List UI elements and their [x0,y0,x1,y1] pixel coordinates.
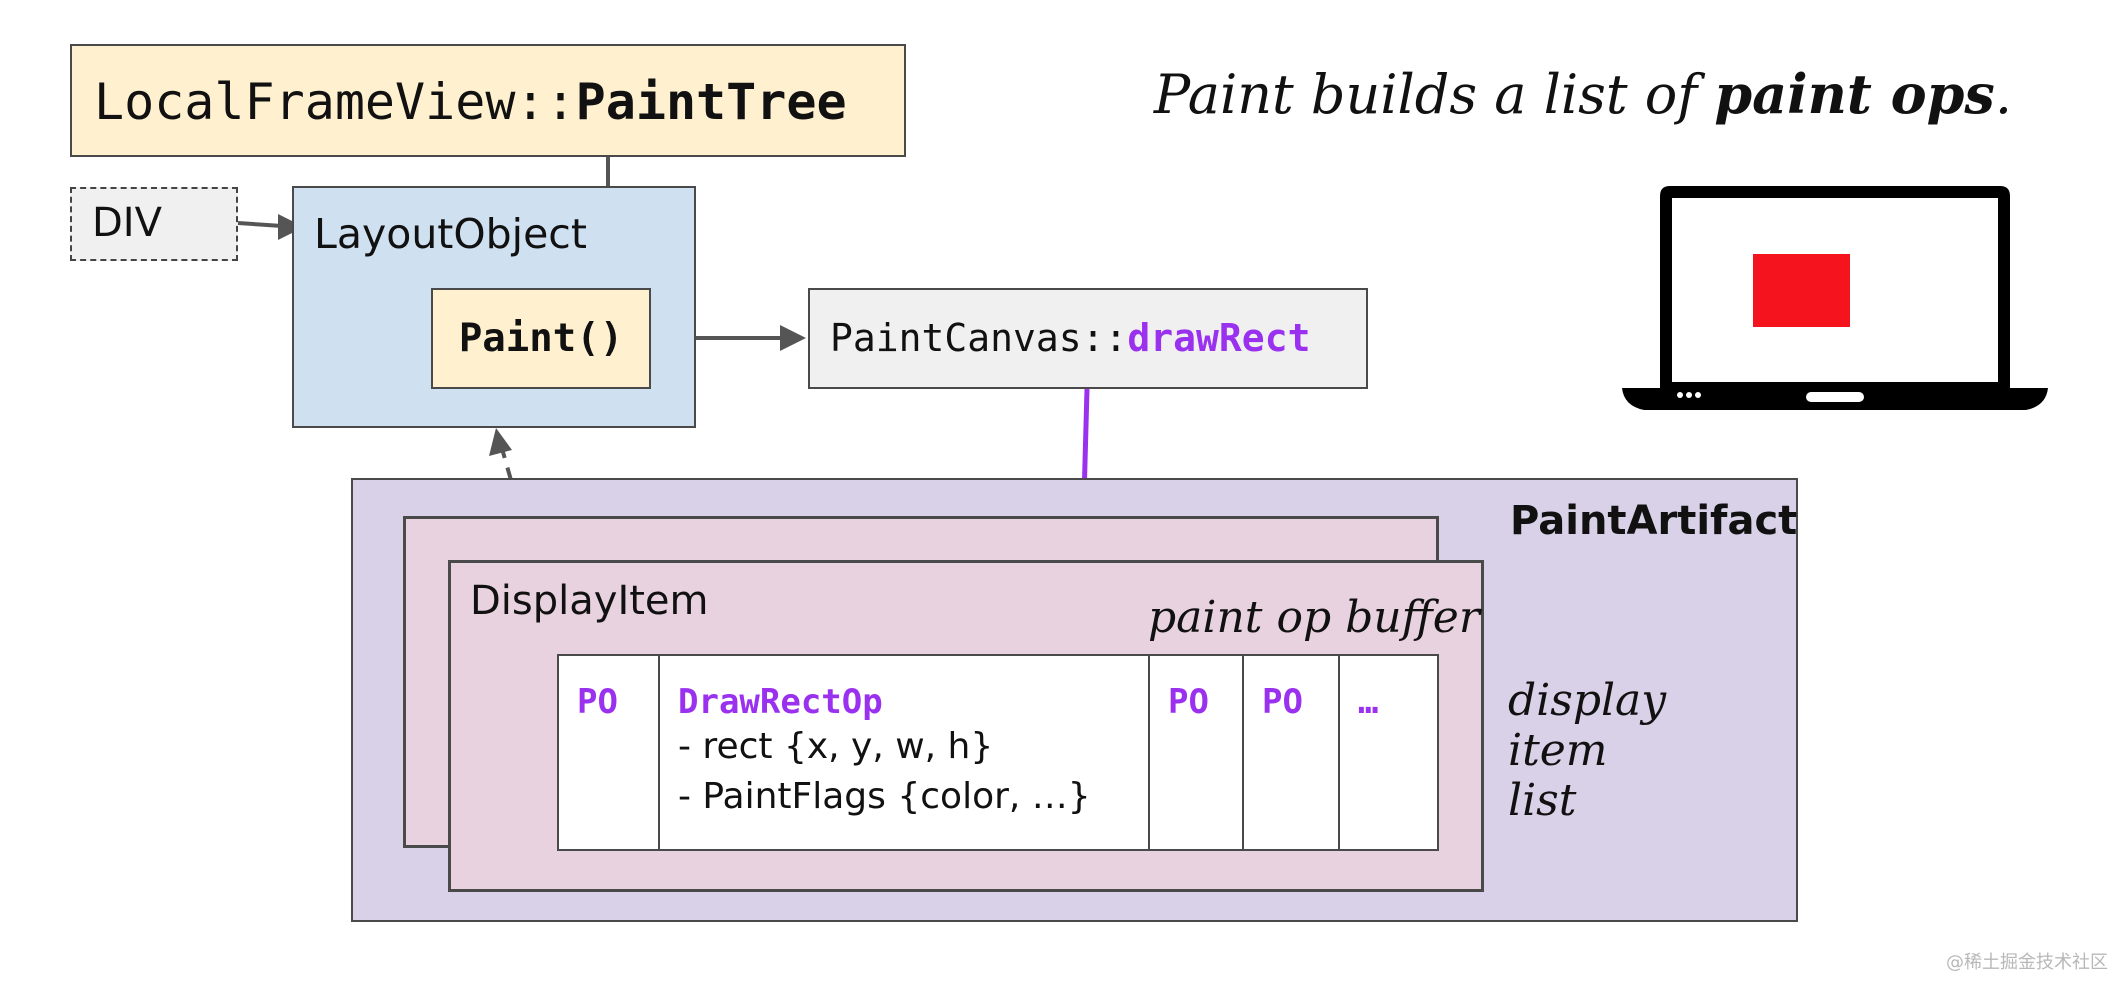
paintcanvas-method: drawRect [1127,316,1311,360]
paint-function-label: Paint() [458,316,624,361]
div-label: DIV [92,200,162,246]
drawrectop-cell: DrawRectOp - rect {x, y, w, h} - PaintFl… [660,656,1150,849]
paint-op-cell: PO [1244,656,1340,849]
layoutobject-label: LayoutObject [314,210,587,258]
div-element-box: DIV [70,187,238,261]
drawrectop-rect-field: - rect {x, y, w, h} [678,726,994,767]
arrowhead-right-layoutobject [278,214,304,240]
paint-op-buffer-label: paint op buffer [1148,592,1480,643]
diagram-heading: Paint builds a list of paint ops. [1154,62,2012,126]
paint-artifact-title: PaintArtifact [1510,498,1798,544]
display-item-list-word: list [1508,775,1577,826]
paint-op-name: PO [1168,682,1209,722]
arrowhead-right-canvas [780,325,806,351]
paintcanvas-drawrect-box: PaintCanvas::drawRect [808,288,1368,389]
paint-op-cell: PO [559,656,660,849]
heading-bold-text: paint ops [1714,62,1995,126]
display-item-list-label: display item list [1508,676,1666,826]
arrowhead-up-layoutobject [489,428,512,456]
frameview-prefix: LocalFrameView:: [94,73,576,131]
display-item-list-word: display [1508,675,1667,726]
paint-op-name: PO [577,682,618,722]
frameview-method: PaintTree [575,73,847,131]
paint-op-cell: PO [1150,656,1244,849]
display-item-label: DisplayItem [470,578,709,624]
arrow-div-to-layoutobject [237,221,283,228]
paint-op-buffer: PO DrawRectOp - rect {x, y, w, h} - Pain… [557,654,1439,851]
drawrectop-flags-field: - PaintFlags {color, …} [678,776,1091,817]
paintcanvas-prefix: PaintCanvas:: [830,316,1128,360]
paint-op-ellipsis: … [1358,682,1379,722]
frameview-painttree-box: LocalFrameView::PaintTree [70,44,906,157]
heading-text: Paint builds a list of [1153,63,1715,126]
red-rectangle-icon [1753,254,1850,327]
display-item-list-word: item [1508,725,1608,776]
drawrectop-name: DrawRectOp [678,682,883,722]
heading-period: . [1994,63,2012,126]
watermark: @稀土掘金技术社区 [1946,952,2108,973]
paint-op-ellipsis-cell: … [1340,656,1437,849]
paint-function-box: Paint() [431,288,651,389]
paint-op-name: PO [1262,682,1303,722]
